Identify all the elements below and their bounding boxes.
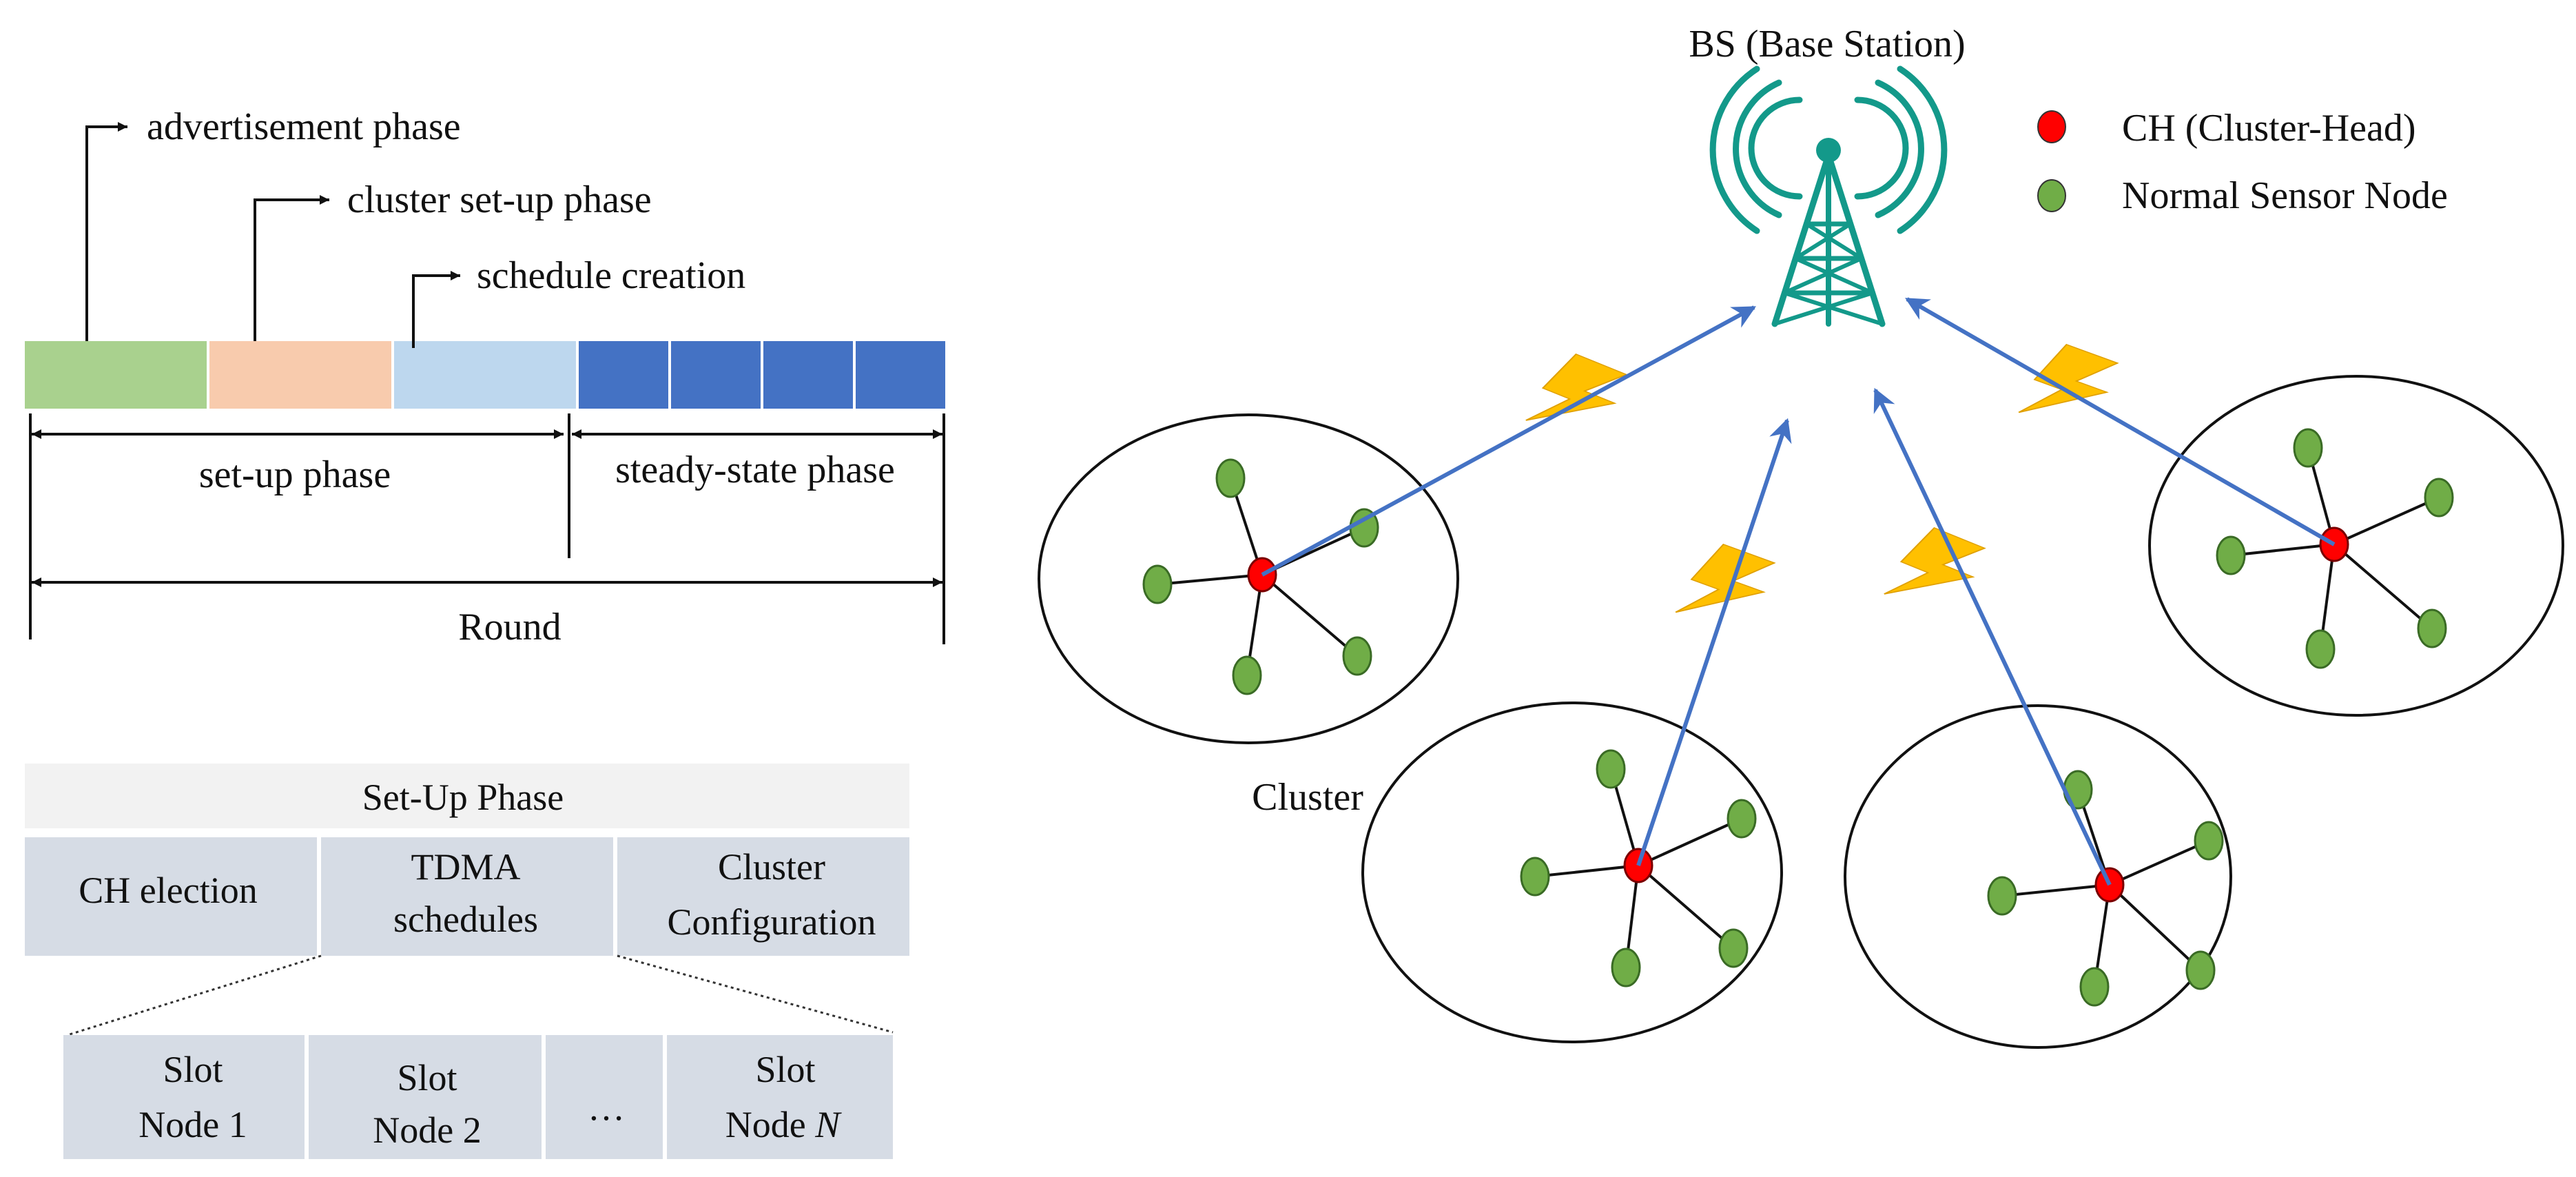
- node-link: [1534, 864, 1639, 878]
- node-link: [2230, 543, 2335, 557]
- steady-state-phase-label: steady-state phase: [615, 449, 895, 491]
- lightning-bolt-icon: [2018, 343, 2119, 413]
- config-label-line2: Configuration: [668, 901, 876, 943]
- normal-sensor-node: [2293, 428, 2323, 468]
- round-label: Round: [458, 606, 561, 648]
- slot-node-2-cell: [309, 1035, 542, 1159]
- setup-table: Set-Up Phase CH election TDMA schedules …: [25, 764, 909, 1159]
- normal-sensor-node: [1987, 876, 2017, 916]
- node-link: [1637, 864, 1735, 950]
- timeline-segment-steady-slot: [763, 341, 853, 409]
- normal-sensor-node: [1718, 928, 1749, 968]
- slot-node-1-cell: [63, 1035, 305, 1159]
- cluster-1: [1038, 413, 1459, 744]
- ch-to-bs-link: [1873, 387, 2112, 886]
- normal-sensor-node: [1142, 564, 1173, 604]
- tdma-label-line1: TDMA: [411, 846, 521, 888]
- slot-ellipsis-cell: [546, 1035, 663, 1159]
- callout-cluster-setup: cluster set-up phase: [254, 178, 652, 341]
- callout-advertisement: advertisement phase: [85, 105, 461, 341]
- legend: CH (Cluster-Head) Normal Sensor Node: [2037, 107, 2448, 217]
- slot-ellipsis: …: [588, 1087, 625, 1128]
- base-station-label: BS (Base Station): [1689, 23, 1965, 65]
- slot1-line1: Slot: [163, 1049, 223, 1090]
- expand-line-right: [617, 954, 894, 1034]
- slotn-line1: Slot: [755, 1049, 815, 1090]
- timeline: advertisement phase cluster set-up phase…: [25, 105, 945, 648]
- normal-sensor-node: [2194, 821, 2224, 861]
- node-link: [2333, 496, 2440, 546]
- normal-sensor-node: [1232, 655, 1262, 695]
- legend-normal-marker: [2037, 179, 2066, 212]
- slot1-line2: Node 1: [138, 1104, 247, 1145]
- schedule-creation-label: schedule creation: [477, 254, 745, 297]
- base-station-tower-icon: [1709, 65, 1948, 327]
- tdma-schedules-cell: [321, 837, 613, 956]
- timeline-segment-steady-slot: [671, 341, 761, 409]
- network: BS (Base Station) CH (Clust: [1038, 23, 2564, 1049]
- lightning-bolt-icon: [1525, 353, 1628, 421]
- timeline-bar: [25, 341, 945, 409]
- advertisement-phase-label: advertisement phase: [147, 105, 461, 148]
- ch-election-cell: [25, 837, 317, 956]
- setup-table-title-cell: [25, 764, 909, 828]
- cluster-2: [1361, 702, 1783, 1043]
- tdma-label-line2: schedules: [393, 899, 538, 940]
- cluster-configuration-cell: [617, 837, 909, 956]
- normal-sensor-node: [1342, 636, 1372, 676]
- normal-sensor-node: [2305, 629, 2336, 669]
- cluster-boundary: [1844, 704, 2232, 1049]
- links: [1261, 297, 2336, 886]
- cluster-label: Cluster: [1252, 776, 1363, 819]
- node-link: [2109, 839, 2209, 886]
- bolts: [1525, 343, 2119, 613]
- timeline-segment-schedule: [394, 341, 576, 409]
- legend-normal-label: Normal Sensor Node: [2122, 174, 2448, 217]
- normal-sensor-node: [1611, 948, 1641, 987]
- cluster-3: [1844, 704, 2232, 1049]
- normal-sensor-node: [2063, 770, 2093, 810]
- normal-sensor-node: [2424, 478, 2454, 518]
- ch-to-bs-link: [1636, 418, 1792, 866]
- normal-sensor-node: [2185, 950, 2216, 990]
- cluster-boundary: [2148, 375, 2564, 717]
- legend-ch-marker: [2037, 110, 2066, 143]
- timeline-segment-advertisement: [25, 341, 207, 409]
- expand-line-left: [67, 954, 322, 1036]
- normal-sensor-node: [2216, 535, 2246, 575]
- normal-sensor-node: [2079, 967, 2110, 1007]
- cluster-4: [2148, 375, 2564, 717]
- config-label-line1: Cluster: [718, 846, 825, 888]
- cluster-setup-phase-label: cluster set-up phase: [347, 178, 652, 221]
- timeline-segment-cluster-setup: [209, 341, 391, 409]
- node-link: [2001, 883, 2110, 897]
- lightning-bolt-icon: [1675, 543, 1776, 613]
- normal-sensor-node: [1520, 857, 1550, 897]
- node-link: [1638, 817, 1742, 867]
- setup-phase-label: set-up phase: [199, 453, 391, 496]
- legend-ch-label: CH (Cluster-Head): [2122, 107, 2416, 150]
- node-link: [2108, 883, 2202, 972]
- ch-to-bs-link: [1905, 297, 2336, 546]
- slot2-line2: Node 2: [373, 1109, 481, 1151]
- timeline-segment-steady-slot: [856, 341, 945, 409]
- slot-node-n-cell: [667, 1035, 893, 1159]
- ch-election-label: CH election: [79, 870, 257, 911]
- callout-schedule: schedule creation: [412, 254, 745, 348]
- lightning-bolt-icon: [1884, 526, 1986, 595]
- slotn-line2: Node N: [725, 1104, 842, 1145]
- clusters: [1038, 375, 2564, 1049]
- normal-sensor-node: [1727, 799, 1757, 839]
- node-link: [2333, 543, 2433, 630]
- setup-table-title: Set-Up Phase: [362, 777, 564, 818]
- timeline-segment-steady-slot: [579, 341, 668, 409]
- normal-sensor-node: [1596, 749, 1626, 789]
- normal-sensor-node: [2417, 608, 2447, 648]
- normal-sensor-node: [1215, 458, 1246, 498]
- node-link: [1157, 573, 1263, 586]
- slot2-line1: Slot: [397, 1057, 457, 1098]
- ch-to-bs-link: [1261, 305, 1756, 577]
- node-link: [1261, 573, 1359, 657]
